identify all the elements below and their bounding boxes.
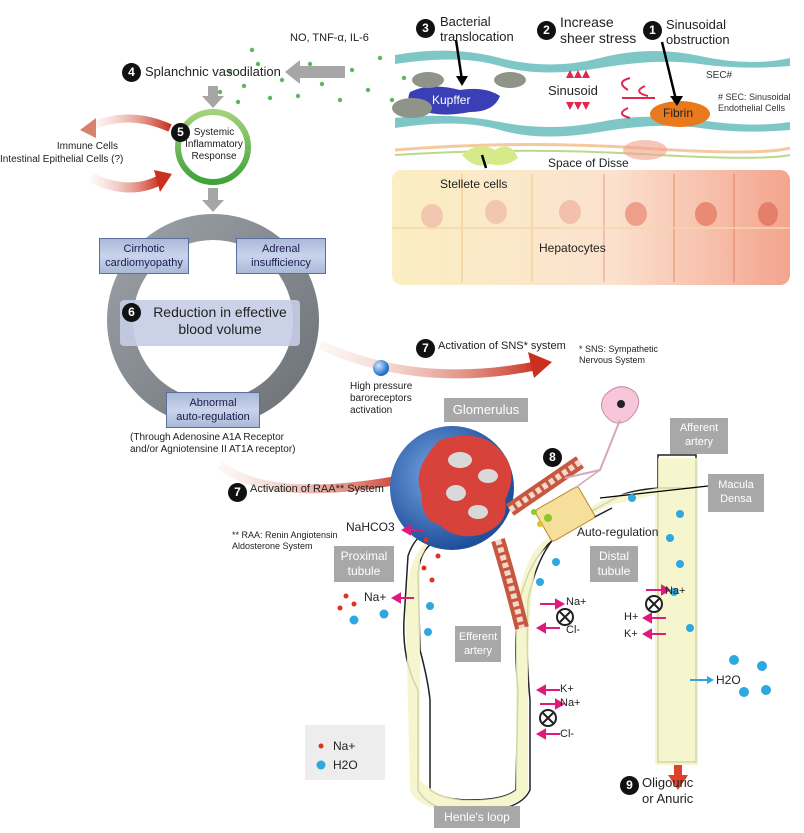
kupffer-label: Kupffer [432, 93, 471, 107]
glomerulus-capillary [418, 435, 512, 537]
sir-circle [175, 109, 251, 185]
nahco3-label: NaHCO3 [346, 520, 395, 534]
mediators-label: NO, TNF-α, IL-6 [290, 32, 369, 44]
glomerulus-label: Glomerulus [444, 398, 528, 422]
step-2-badge: 2 [537, 21, 556, 40]
h2o-outflow-label: H2O [716, 673, 741, 687]
stellete-cell [462, 146, 518, 166]
macula-pointer [599, 485, 709, 499]
step-4-badge: 4 [122, 63, 141, 82]
baroreceptor-ball [373, 360, 389, 376]
kupffer-cell-shape [392, 72, 526, 118]
na-outflow-label: Na+ [364, 590, 387, 604]
immune-arrows [80, 114, 172, 193]
ion-na-3: Na+ [665, 585, 686, 597]
efferent-artery-tube [491, 537, 529, 630]
ion-h-3: H+ [624, 611, 639, 623]
h2o-arrowhead [707, 676, 714, 684]
legend-na-dot [318, 743, 324, 749]
step-4-label: Splanchnic vasodilation [145, 64, 281, 79]
glomerulus-cells [446, 452, 498, 519]
macula-densa-block [531, 486, 596, 542]
legend-h2o-dot [316, 760, 326, 770]
raa-arrow [217, 461, 411, 494]
legend-na-label: Na+ [333, 739, 356, 753]
fibrin-clot [623, 101, 710, 160]
ion-cl-2: Cl- [560, 728, 575, 740]
obstruction-arrows [621, 77, 655, 119]
tubule-particles [337, 494, 771, 697]
step-5-badge: 5 [171, 123, 190, 142]
step-7-sns-badge: 7 [416, 339, 435, 358]
afferent-artery-tube [506, 456, 584, 516]
henle-loop-label: Henle's loop [434, 806, 520, 828]
gray-flow-arrows [202, 60, 345, 212]
step-7-raa-label: Activation of RAA** System [250, 483, 384, 495]
step-6-badge: 6 [122, 303, 141, 322]
sec-label: SEC# [706, 70, 733, 81]
step-1-badge: 1 [643, 21, 662, 40]
hepatocytes-label: Hepatocytes [539, 241, 606, 255]
step-7-sns-label: Activation of SNS* system [438, 340, 566, 352]
ion-k-2: K+ [560, 683, 574, 695]
step-9-badge: 9 [620, 776, 639, 795]
step-7-raa-badge: 7 [228, 483, 247, 502]
step-3-badge: 3 [416, 19, 435, 38]
callout-arrows [454, 39, 678, 169]
sns-neuron [564, 386, 640, 489]
sinusoid-label: Sinusoid [548, 83, 598, 98]
legend-box [305, 725, 385, 780]
fibrin-label: Fibrin [663, 106, 694, 120]
mediator-dots [217, 47, 407, 105]
space-of-disse-label: Space of Disse [548, 156, 629, 170]
ion-cl-1: Cl- [566, 624, 581, 636]
ion-k-3: K+ [624, 628, 638, 640]
step-8-badge: 8 [543, 448, 562, 467]
hepatocyte-row [392, 170, 790, 285]
reduction-box [120, 300, 300, 346]
legend-h2o-label: H2O [333, 758, 358, 772]
ion-na-1: Na+ [566, 596, 587, 608]
transporters [539, 595, 663, 727]
stellete-label: Stellete cells [440, 177, 508, 191]
pressure-arrows [566, 70, 590, 110]
outflow-arrow [668, 765, 688, 790]
auto-regulation-label: Auto-regulation [577, 525, 659, 539]
ion-na-2: Na+ [560, 697, 581, 709]
ion-arrows [390, 524, 672, 740]
sns-arrow [318, 340, 541, 379]
